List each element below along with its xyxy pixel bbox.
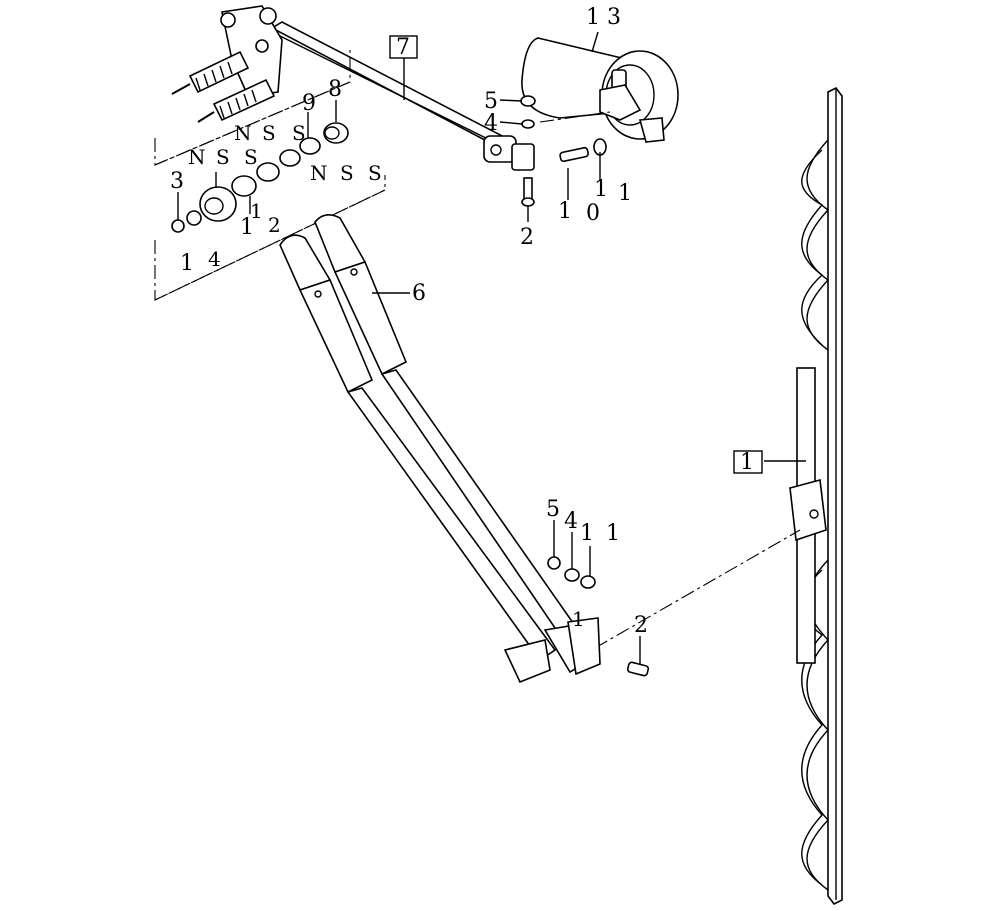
callout-13: 1 3 [586, 5, 621, 30]
linkage-rod [270, 21, 535, 171]
callout-4-bottom: 4 [564, 509, 578, 534]
wiper-arms [279, 214, 650, 684]
callout-7: 7 [396, 35, 410, 60]
callout-s-4: S [244, 145, 258, 169]
callout-1-right: 1 [618, 181, 632, 206]
callout-n-1: N [234, 121, 252, 145]
callout-8: 8 [328, 77, 342, 102]
callout-9: 9 [302, 91, 316, 116]
callout-4-top: 4 [484, 111, 498, 136]
hardware-stack [171, 122, 349, 233]
callout-1-bottom-a: 1 [580, 521, 594, 546]
callout-0: 0 [586, 201, 600, 226]
wiper-blade [789, 86, 843, 906]
callout-3: 3 [170, 169, 184, 194]
callout-6: 6 [412, 281, 426, 306]
box-ref-1 [733, 450, 763, 474]
callout-1-mid: 1 [594, 177, 608, 202]
callout-5-bottom: 5 [546, 497, 560, 522]
pivot-bracket [171, 5, 283, 123]
callout-1-stack: 1 [250, 199, 263, 223]
callout-s-3: S [216, 145, 230, 169]
callout-5-top: 5 [484, 89, 498, 114]
callout-n-3: N [310, 161, 328, 185]
callout-2-top: 2 [520, 225, 534, 250]
callout-s-5: S [340, 161, 354, 185]
callout-2-bottom: 2 [634, 613, 648, 638]
callout-1-low: 1 [180, 251, 194, 276]
callout-1-center: 1 [240, 215, 254, 240]
callout-s-2: S [292, 121, 306, 145]
callout-n-2: N [188, 145, 206, 169]
callout-s-6: S [368, 161, 382, 185]
callout-1-bottom-b: 1 [606, 521, 620, 546]
callout-2-mid: 2 [268, 213, 281, 237]
callout-s-1: S [262, 121, 276, 145]
construction-lines [154, 50, 801, 649]
box-ref-7 [389, 35, 418, 59]
callout-1-box: 1 [740, 450, 754, 475]
wiper-motor [521, 37, 679, 143]
callout-1-left: 1 [558, 199, 572, 224]
leader-lines [177, 31, 806, 664]
callout-4-low: 4 [208, 247, 221, 271]
callout-1-arm: 1 [572, 607, 585, 631]
